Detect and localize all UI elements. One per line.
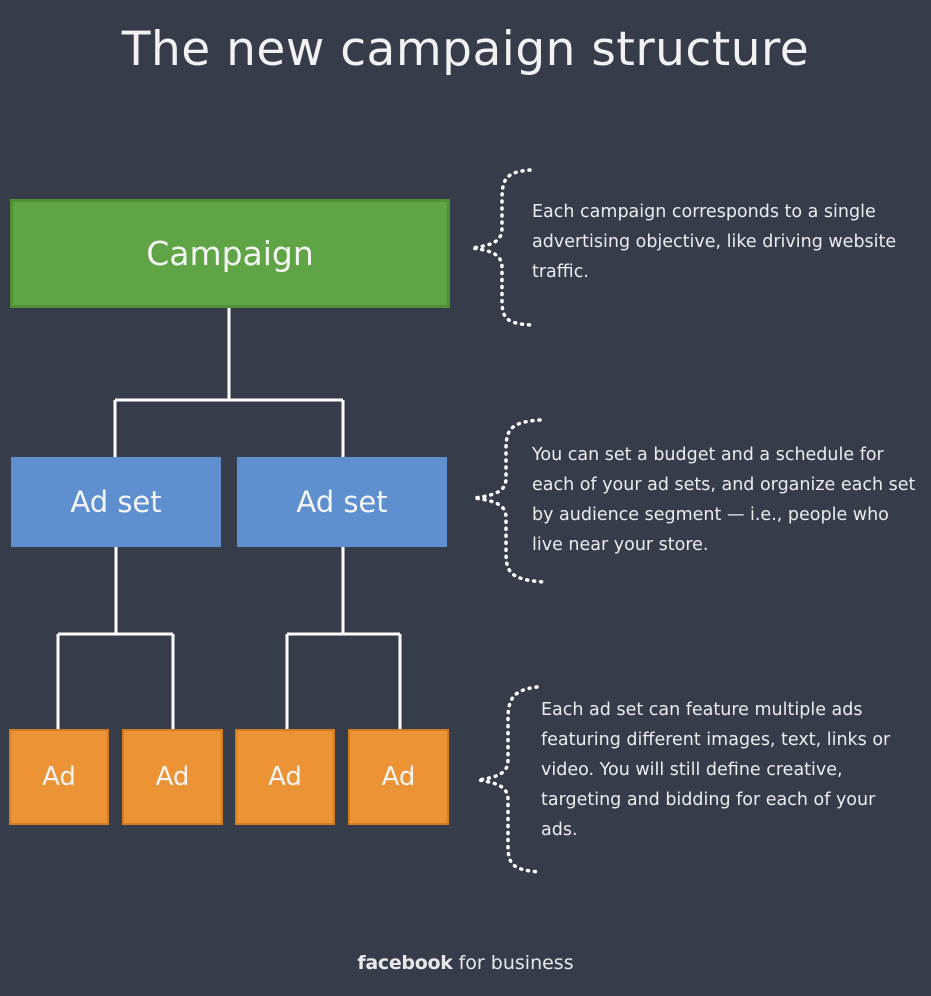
brace-adset [473, 418, 547, 584]
connector-campaign-adsets [113, 308, 345, 457]
campaign-description: Each campaign corresponds to a single ad… [532, 202, 897, 282]
ad-set-node: Ad set [237, 457, 447, 547]
brace-ad [477, 685, 542, 874]
ad-set-description: You can set a budget and a schedule for … [532, 445, 916, 555]
footer-suffix: for business [452, 952, 574, 974]
ad-node: Ad [9, 729, 109, 825]
ad-node: Ad [122, 729, 223, 825]
ad-node: Ad [348, 729, 449, 825]
campaign-node: Campaign [10, 199, 450, 308]
page-title: The new campaign structure [121, 22, 810, 77]
ad-node: Ad [235, 729, 335, 825]
connector-adset2-ads [285, 547, 402, 729]
connector-adset1-ads [56, 547, 175, 729]
ad-description: Each ad set can feature multiple ads fea… [541, 700, 891, 840]
brace-campaign [471, 168, 535, 327]
facebook-wordmark: facebook [357, 952, 453, 974]
ad-set-node: Ad set [11, 457, 221, 547]
footer-logo: facebook for business [0, 952, 931, 974]
